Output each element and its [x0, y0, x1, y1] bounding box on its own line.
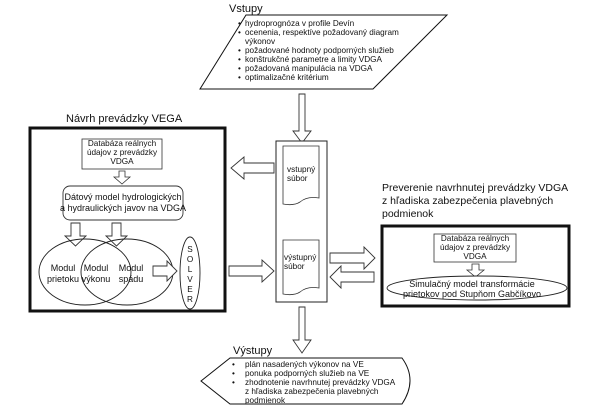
output-file-doc: [282, 239, 320, 296]
solver-letter: L: [188, 265, 193, 274]
arrow-down-inputs: [292, 93, 312, 144]
verification-title: Preverenie navrhnutej prevádzky VDGA: [382, 182, 568, 194]
inputs-item: hydroprognóza v profile Devín: [245, 19, 355, 28]
design-database-text: Databáza reálnych: [88, 139, 157, 148]
solver-letter: E: [187, 285, 193, 294]
bullet: •: [238, 46, 241, 55]
outputs-list: • plán nasadených výkonov na VE • ponuka…: [232, 360, 396, 405]
bullet: •: [232, 360, 235, 369]
inputs-item: požadované hodnoty podporných služieb: [245, 46, 394, 55]
arrow-left-from-verification: [329, 264, 375, 290]
arrow-down-db-model: [112, 170, 132, 185]
verification-database-box: [433, 233, 517, 263]
arrow-right-to-solver: [152, 259, 178, 283]
module-head-label: Modul: [119, 263, 144, 273]
arrow-right-from-design: [228, 258, 275, 284]
outputs-item: plán nasadených výkonov na VE: [245, 360, 364, 369]
sim-model-text: prietokov pod Stupňom Gabčíkovo: [403, 289, 541, 299]
outputs-shape: [200, 357, 411, 405]
bullet: •: [238, 55, 241, 64]
data-model-text: Dátový model hydrologických: [64, 192, 181, 202]
output-file-label: súbor: [284, 262, 305, 271]
output-file-label: výstupný: [284, 253, 317, 262]
verification-database-text: Databáza reálnych: [441, 234, 510, 243]
verification-title: podmienok: [382, 208, 434, 220]
input-file-doc: [282, 145, 320, 206]
design-database-box: [81, 138, 163, 170]
module-head-label: spádu: [119, 274, 144, 284]
outputs-item: zhodnotenie navrhnutej prevádzky VDGA: [245, 378, 396, 387]
outputs-item: podmienok: [245, 396, 286, 405]
bullet: •: [232, 378, 235, 387]
bullet: •: [238, 19, 241, 28]
module-flow-label: prietoku: [47, 274, 79, 284]
module-power-label: Modul: [84, 263, 109, 273]
outputs-item: ponuka podporných služieb na VE: [245, 369, 370, 378]
inputs-item: konštrukčné parametre a limity VDGA: [245, 55, 382, 64]
bullet: •: [238, 64, 241, 73]
arrow-right-to-verification: [329, 245, 376, 271]
outputs-title: Výstupy: [233, 345, 273, 357]
inputs-item: ocenenia, respektíve požadovaný diagram: [245, 28, 399, 37]
inputs-parallelogram: [199, 14, 449, 90]
sim-model-text: Simulačný model transformácie: [409, 279, 535, 289]
inputs-item: požadovaná manipulácia na VDGA: [245, 64, 373, 73]
data-model-box: [62, 185, 184, 221]
arrow-down-verif-db-sim: [465, 263, 486, 278]
inputs-item: výkonov: [245, 37, 276, 46]
solver-label: S O L V E R: [187, 245, 193, 304]
solver-letter: S: [187, 245, 193, 254]
input-file-label: súbor: [287, 174, 308, 183]
bullet: •: [238, 73, 241, 82]
inputs-item: optimalizačné kritérium: [245, 73, 329, 82]
solver-letter: O: [187, 255, 193, 264]
input-file-label: vstupný: [287, 165, 316, 174]
sim-model-ellipse: [386, 275, 568, 301]
data-model-text: a hydraulických javov na VDGA: [60, 203, 186, 213]
design-database-text: VDGA: [110, 157, 134, 166]
verification-database-text: VDGA: [463, 252, 487, 261]
solver-letter: R: [187, 295, 193, 304]
verification-database-text: údajov z prevádzky: [440, 243, 511, 252]
design-database-text: údajov z prevádzky: [87, 148, 158, 157]
solver-ellipse: [179, 236, 201, 310]
module-flow-ellipse: [38, 238, 132, 306]
bullet: •: [238, 28, 241, 37]
module-flow-label: Modul: [51, 263, 76, 273]
arrow-left-to-design: [230, 156, 275, 180]
arrow-down-to-head: [104, 222, 129, 247]
solver-letter: V: [187, 275, 193, 284]
arrow-down-outputs: [292, 306, 312, 354]
verification-title: z hľadiska zabezpečenia plavebných: [382, 195, 553, 207]
bullet: •: [232, 369, 235, 378]
design-title: Návrh prevádzky VEGA: [66, 113, 183, 125]
inputs-title: Vstupy: [229, 3, 263, 15]
outputs-item: z hľadiska zabezpečenia plavebných: [245, 387, 379, 396]
inputs-list: • hydroprognóza v profile Devín • ocenen…: [238, 19, 399, 82]
module-power-label: výkonu: [82, 274, 111, 284]
